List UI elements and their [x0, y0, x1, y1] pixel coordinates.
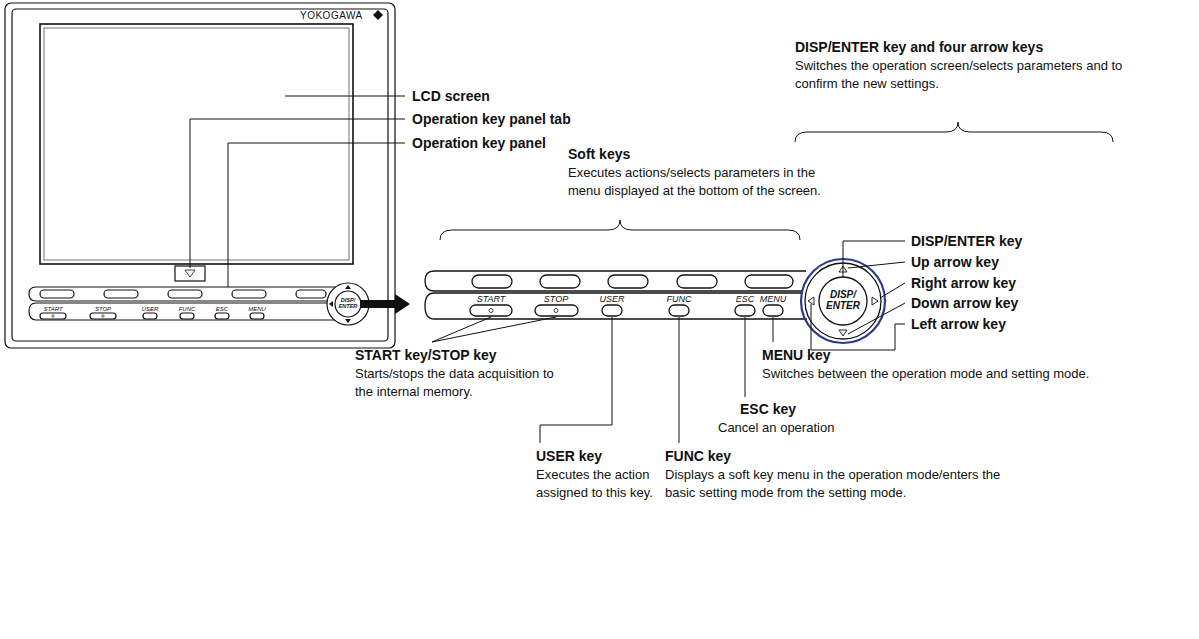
key-label: START: [469, 295, 513, 304]
key-label: STOP: [534, 295, 578, 304]
callout-heading: START key/STOP key: [355, 346, 497, 364]
zoom-arrow: [360, 294, 410, 314]
key-panel-enlarged: [425, 259, 885, 343]
callout-heading: DISP/ENTER key and four arrow keys: [795, 38, 1043, 56]
callout-heading: USER key: [536, 447, 602, 465]
callout-heading: ESC key: [740, 400, 796, 418]
key-label: DISP/ ENTER: [333, 298, 363, 310]
callout-heading: FUNC key: [665, 447, 731, 465]
key-label: MENU: [242, 306, 272, 312]
callout-heading: MENU key: [762, 346, 830, 364]
part-name: Left arrow key: [911, 315, 1006, 333]
key-label: STOP: [88, 306, 118, 312]
callout-text: Starts/stops the data acquisition to the…: [355, 365, 570, 400]
callout-text: Executes the action assigned to this key…: [536, 466, 662, 501]
key-label: FUNC: [172, 306, 202, 312]
part-name: Right arrow key: [911, 274, 1016, 292]
key-label: MENU: [751, 295, 795, 304]
key-label: ESC: [207, 306, 237, 312]
callout-text: Executes actions/selects parameters in t…: [568, 164, 830, 199]
brand-logo: YOKOGAWA: [300, 9, 363, 22]
leader-lines: [190, 96, 1113, 443]
callout-text: Switches between the operation mode and …: [762, 365, 1107, 383]
callout-text: Switches the operation screen/selects pa…: [795, 57, 1135, 92]
part-name: DISP/ENTER key: [911, 232, 1022, 250]
device-front: [5, 3, 395, 348]
part-name: Operation key panel: [412, 134, 546, 152]
part-name: Up arrow key: [911, 253, 999, 271]
callout-heading: Soft keys: [568, 145, 630, 163]
key-label: FUNC: [657, 295, 701, 304]
callout-text: Displays a soft key menu in the operatio…: [665, 466, 1010, 501]
part-name: LCD screen: [412, 87, 490, 105]
key-label: USER: [590, 295, 634, 304]
key-label: START: [38, 306, 68, 312]
key-label: USER: [135, 306, 165, 312]
key-label: DISP/ ENTER: [818, 290, 868, 311]
part-name: Down arrow key: [911, 294, 1018, 312]
part-name: Operation key panel tab: [412, 110, 571, 128]
callout-text: Cancel an operation: [718, 419, 834, 437]
